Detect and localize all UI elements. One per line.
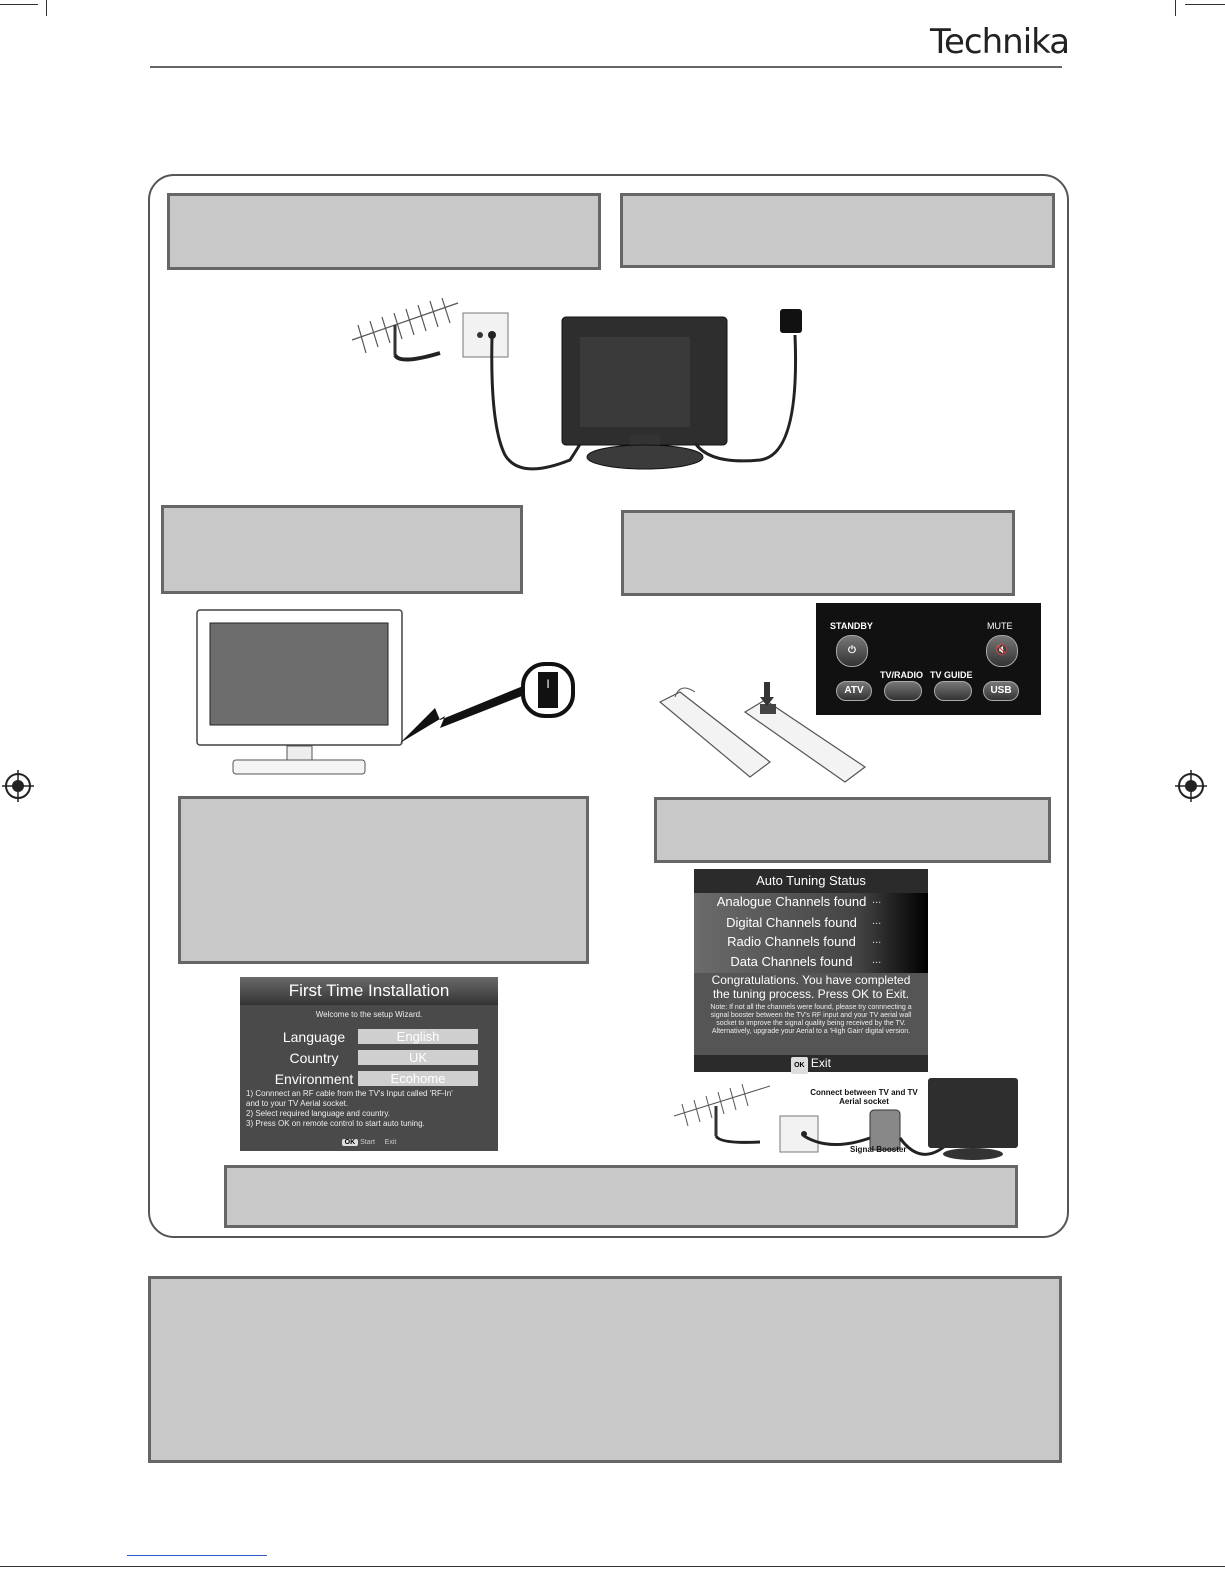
standby-button[interactable]: ⏻ [836, 635, 868, 667]
step-panel-6 [654, 797, 1051, 863]
fti-language-value[interactable]: English [358, 1029, 478, 1044]
at-row: Radio Channels found ... [694, 934, 926, 953]
at-row: Analogue Channels found ... [694, 894, 926, 913]
brand-logo: Technika [930, 22, 1070, 62]
fti-welcome: Welcome to the setup Wizard. [315, 1010, 423, 1019]
notes-panel [148, 1276, 1062, 1463]
crop-mark [46, 0, 47, 16]
step-panel-4 [621, 510, 1015, 596]
fti-country-label: Country [289, 1050, 339, 1066]
at-exit-label: Exit [810, 1056, 831, 1070]
tv-power-diagram: I [196, 609, 575, 775]
step-panel-2 [620, 193, 1055, 268]
at-row-label: Analogue Channels found [716, 894, 867, 909]
at-congrats-line: Congratulations. You have completed [711, 973, 911, 987]
at-ok-badge[interactable]: OK [791, 1057, 808, 1074]
registration-mark-icon [1175, 770, 1207, 802]
wall-socket-icon [462, 312, 509, 358]
fti-instruction-line: 2) Select required language and country. [246, 1109, 390, 1118]
fti-start-label: Start [360, 1139, 375, 1146]
step-panel-1 [167, 193, 601, 270]
arrow-icon [400, 675, 555, 743]
footer-link-line [127, 1555, 267, 1556]
registration-mark-icon [2, 770, 34, 802]
connection-diagram [351, 297, 802, 471]
fti-environment-row[interactable]: Environment Ecohome [254, 1071, 494, 1089]
fti-instruction-line: and to your TV Aerial socket. [246, 1099, 349, 1108]
at-row-dots: ... [872, 915, 882, 927]
at-row-label: Digital Channels found [726, 915, 857, 930]
at-row: Data Channels found ... [694, 954, 926, 973]
at-footer: OK Exit [694, 1055, 928, 1074]
signal-booster-diagram [673, 1078, 1018, 1160]
fti-exit-label: Exit [384, 1139, 397, 1146]
step-panel-3 [161, 505, 523, 594]
setup-guide-frame [148, 174, 1069, 1238]
tv-rear-icon [928, 1078, 1018, 1148]
aerial-icon [351, 297, 459, 355]
usb-button[interactable]: USB [983, 681, 1019, 701]
auto-tuning-screen: Auto Tuning Status Analogue Channels fou… [694, 869, 928, 1074]
fti-country-value[interactable]: UK [358, 1050, 478, 1065]
signal-booster-icon [869, 1109, 901, 1151]
mute-label: MUTE [987, 621, 1013, 631]
tv-guide-label: TV GUIDE [930, 670, 973, 680]
tv-rear-icon [561, 316, 728, 470]
at-row-label: Data Channels found [730, 954, 853, 969]
at-row-dots: ... [872, 934, 882, 946]
crop-mark [0, 1566, 1225, 1567]
at-rows-area [694, 893, 928, 973]
crop-mark [1185, 4, 1225, 5]
standby-label: STANDBY [830, 621, 873, 631]
fti-instruction-line: 3) Press OK on remote control to start a… [246, 1119, 425, 1128]
fti-instructions: 1) Connnect an RF cable from the TV's In… [246, 1089, 496, 1129]
fti-environment-label: Environment [274, 1071, 354, 1087]
at-row-label: Radio Channels found [727, 934, 856, 949]
remote-closeup: STANDBY MUTE ⏻ 🔇 TV/RADIO TV GUIDE ATV U… [816, 603, 1041, 715]
atv-button[interactable]: ATV [836, 681, 872, 701]
crop-mark [0, 4, 38, 5]
at-row-dots: ... [872, 954, 882, 966]
remote-icon [658, 691, 867, 783]
mute-button[interactable]: 🔇 [986, 635, 1018, 667]
rf-cable [490, 336, 587, 471]
at-congrats-line: the tuning process. Press OK to Exit. [712, 987, 910, 1001]
at-title: Auto Tuning Status [694, 869, 928, 893]
step-panel-7 [224, 1165, 1018, 1228]
plug-icon [780, 309, 802, 333]
aerial-cable [393, 351, 441, 362]
fti-country-row[interactable]: Country UK [254, 1050, 494, 1068]
fti-footer: OK Start Exit [240, 1139, 498, 1151]
fti-language-row[interactable]: Language English [254, 1029, 494, 1047]
remote-battery-diagram [658, 682, 867, 783]
crop-mark [1175, 0, 1176, 16]
at-row: Digital Channels found ... [694, 915, 926, 934]
booster-caption: Connect between TV and TV Aerial socket [810, 1088, 918, 1106]
fti-ok-badge[interactable]: OK [341, 1139, 359, 1146]
svg-text:I: I [546, 677, 549, 691]
fti-language-label: Language [282, 1029, 346, 1045]
fti-environment-value[interactable]: Ecohome [358, 1071, 478, 1086]
fti-instruction-line: 1) Connnect an RF cable from the TV's In… [246, 1089, 453, 1098]
booster-label: Signal Booster [850, 1145, 907, 1154]
at-note: Note: If not all the channels were found… [710, 1004, 912, 1035]
wall-socket-icon [779, 1115, 819, 1153]
tv-radio-label: TV/RADIO [880, 670, 924, 680]
first-time-installation-screen: First Time Installation Welcome to the s… [240, 977, 498, 1151]
step-panel-5 [178, 796, 589, 964]
at-row-dots: ... [872, 894, 882, 906]
tv-guide-button[interactable] [934, 681, 972, 701]
tv-radio-button[interactable] [884, 681, 922, 701]
down-arrow-icon [760, 682, 774, 706]
fti-title: First Time Installation [240, 977, 498, 1005]
header-divider [150, 66, 1062, 68]
power-cable [693, 334, 798, 463]
aerial-icon [673, 1083, 771, 1136]
